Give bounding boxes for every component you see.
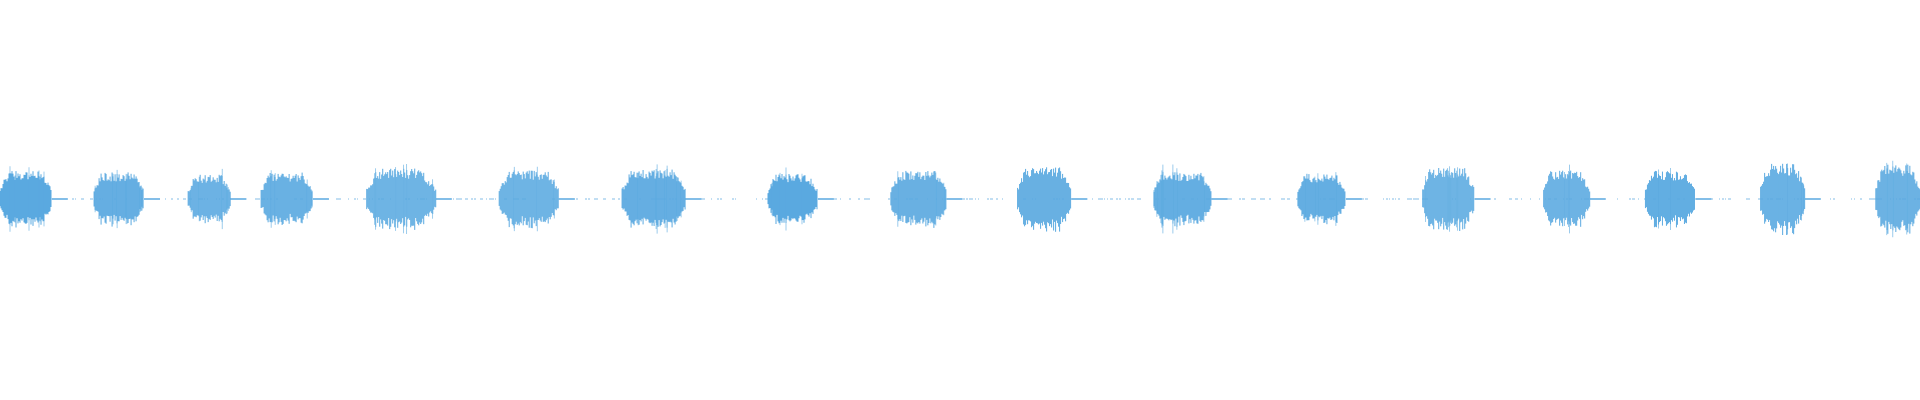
- waveform-burst: [1760, 163, 1821, 235]
- waveform-burst: [1153, 164, 1228, 234]
- waveform-burst: [93, 169, 160, 229]
- waveform-burst: [1297, 172, 1362, 226]
- waveform-burst: [1644, 168, 1712, 230]
- waveform-burst: [621, 164, 702, 234]
- waveform-burst: [260, 170, 329, 228]
- waveform-burst: [1422, 166, 1491, 232]
- waveform-burst: [767, 167, 834, 231]
- waveform-burst: [1017, 167, 1088, 232]
- waveform-burst: [187, 168, 247, 230]
- waveform-burst: [1875, 160, 1920, 238]
- waveform-burst: [366, 164, 452, 234]
- waveform-burst: [890, 170, 963, 228]
- waveform-burst: [0, 166, 68, 232]
- waveform-burst: [1543, 164, 1606, 234]
- waveform-burst: [498, 166, 575, 232]
